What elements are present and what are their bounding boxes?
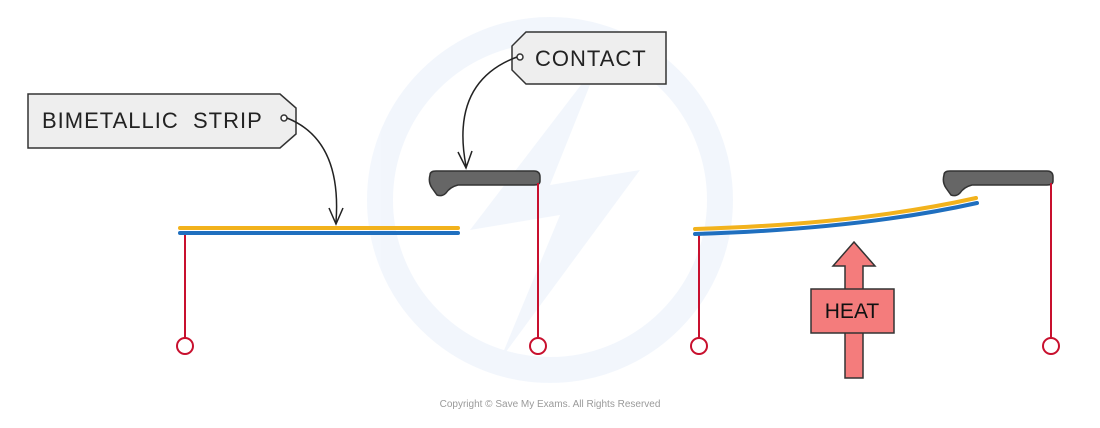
bimetallic-strip-label: BIMETALLIC STRIP <box>27 93 297 149</box>
heat-label-text: HEAT <box>825 300 880 323</box>
heat-label-box <box>810 288 895 334</box>
cold-circuit <box>176 170 547 355</box>
watermark-logo <box>367 17 733 383</box>
left-terminal <box>176 337 194 355</box>
heated-circuit <box>690 170 1060 355</box>
heat-arrow: HEAT <box>810 240 895 379</box>
left-terminal-heated <box>690 337 708 355</box>
bimetallic-pointer-arrow <box>286 117 338 223</box>
contact-label: CONTACT <box>511 31 667 85</box>
bent-strip-bottom-layer <box>693 201 979 236</box>
contact-piece-heated <box>942 170 1054 197</box>
contact-piece <box>428 170 541 197</box>
bimetallic-strip-label-text: BIMETALLIC STRIP <box>42 108 263 133</box>
right-terminal <box>529 337 547 355</box>
contact-pointer-arrow <box>462 56 518 167</box>
copyright-text: Copyright © Save My Exams. All Rights Re… <box>440 399 661 410</box>
right-terminal-heated <box>1042 337 1060 355</box>
contact-label-text: CONTACT <box>535 46 647 71</box>
bent-strip-top-layer <box>693 196 978 231</box>
